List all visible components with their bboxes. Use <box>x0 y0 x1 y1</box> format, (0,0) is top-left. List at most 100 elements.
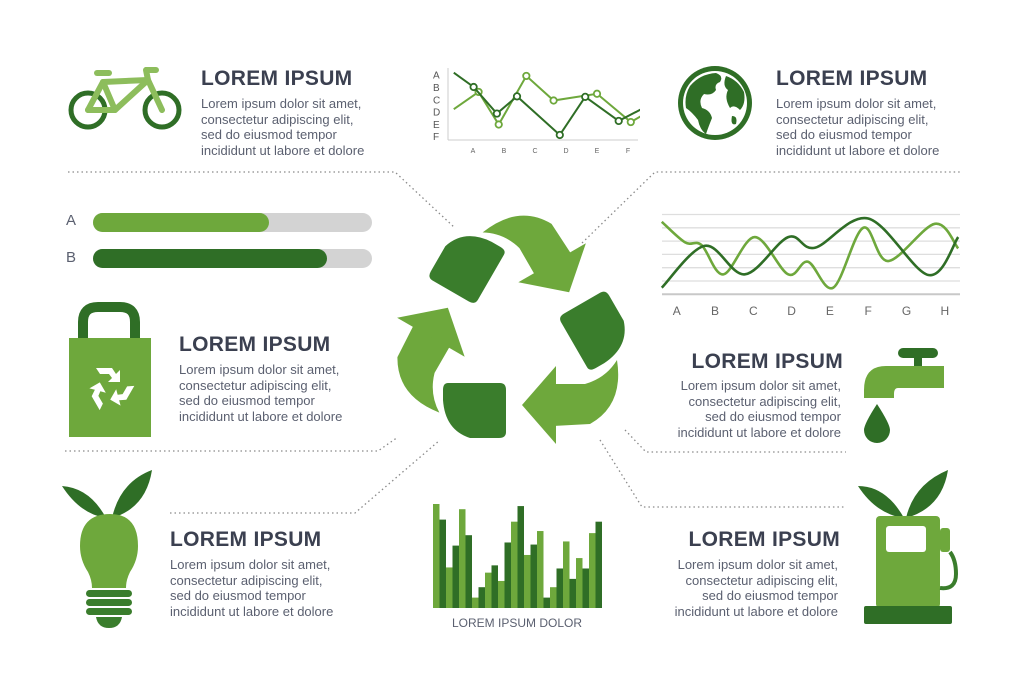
bar <box>550 587 557 608</box>
text-line: incididunt ut labore et dolore <box>677 424 841 440</box>
text-line: sed do eiusmod tempor <box>201 127 337 143</box>
text-line: sed do eiusmod tempor <box>705 409 841 425</box>
data-point-dark <box>492 109 501 118</box>
x-tick-label: C <box>532 148 537 155</box>
bar <box>472 597 479 608</box>
water-tap-icon <box>864 348 944 443</box>
bar <box>485 572 492 608</box>
globe-icon <box>678 66 752 140</box>
bar <box>446 567 453 608</box>
data-point-light <box>626 117 635 127</box>
bar-chart-caption: LOREM IPSUM DOLOR <box>452 616 582 630</box>
text-line: incididunt ut labore et dolore <box>179 408 343 424</box>
globe-title: LOREM IPSUM <box>776 67 928 90</box>
x-tick-label: A <box>673 304 681 318</box>
progress-fill-b <box>93 249 328 268</box>
bar <box>589 533 596 608</box>
data-point-dark <box>614 116 623 126</box>
connector-mid-left <box>65 436 399 452</box>
text-line: Lorem ipsum dolor sit amet, <box>170 557 331 572</box>
bar <box>491 565 498 608</box>
bar <box>517 506 524 608</box>
text-line: consectetur adipiscing elit, <box>776 111 929 127</box>
bicycle-description: Lorem ipsum dolor sit amet, consectetur … <box>201 96 364 158</box>
bar <box>433 504 440 608</box>
progress-label-a: A <box>66 212 77 229</box>
text-line: incididunt ut labore et dolore <box>776 142 940 158</box>
data-point-light <box>522 71 531 81</box>
text-line: consectetur adipiscing elit, <box>179 377 332 393</box>
eco-bulb-icon <box>62 470 152 628</box>
x-tick-label: H <box>940 304 949 318</box>
bar <box>439 519 446 608</box>
bar <box>459 509 466 608</box>
y-tick-label: E <box>433 120 440 131</box>
text-line: Lorem ipsum dolor sit amet, <box>179 362 340 377</box>
series-line-dark <box>453 71 640 137</box>
tap-title: LOREM IPSUM <box>691 350 843 373</box>
y-tick-label: A <box>433 71 440 82</box>
bar-chart: LOREM IPSUM DOLOR <box>433 504 602 630</box>
connector-top-left <box>68 171 456 229</box>
recycle-bag-icon <box>69 302 151 437</box>
bar <box>582 568 589 608</box>
progress-bar-a <box>93 213 372 232</box>
bag-title: LOREM IPSUM <box>179 333 331 356</box>
bar <box>563 541 570 608</box>
data-point-dark <box>555 130 564 140</box>
x-tick-label: F <box>865 304 872 318</box>
bar <box>576 558 583 608</box>
data-point-dark <box>469 82 478 92</box>
data-point-light <box>549 96 558 105</box>
x-tick-label: E <box>595 148 600 155</box>
text-line: sed do eiusmod tempor <box>170 588 306 604</box>
x-tick-label: E <box>826 304 834 318</box>
bar <box>511 521 518 608</box>
fuel-title: LOREM IPSUM <box>688 528 840 551</box>
text-line: consectetur adipiscing elit, <box>688 393 841 409</box>
fuel-description: Lorem ipsum dolor sit amet, consectetur … <box>675 557 838 619</box>
text-line: incididunt ut labore et dolore <box>674 603 838 619</box>
x-tick-label: F <box>626 148 630 155</box>
bar <box>569 578 576 608</box>
x-tick-label: D <box>563 148 568 155</box>
x-tick-label: A <box>471 148 476 155</box>
bar <box>595 521 602 608</box>
bar <box>543 597 550 608</box>
x-tick-label: B <box>502 148 507 155</box>
data-point-light <box>494 120 503 129</box>
data-point-dark <box>512 92 522 101</box>
progress-bar-b <box>93 249 372 268</box>
text-line: incididunt ut labore et dolore <box>201 142 365 158</box>
tap-description: Lorem ipsum dolor sit amet, consectetur … <box>678 378 841 440</box>
progress-label-b: B <box>66 249 77 266</box>
data-point-light <box>592 89 602 98</box>
x-tick-label: D <box>787 304 796 318</box>
connector-top-right <box>581 171 962 244</box>
connector-mid-right <box>624 429 846 453</box>
bicycle-title: LOREM IPSUM <box>201 67 353 90</box>
bar <box>478 587 485 608</box>
y-tick-label: F <box>433 132 439 143</box>
eco-fuel-pump-icon <box>858 470 959 624</box>
text-line: sed do eiusmod tempor <box>179 393 315 409</box>
progress-fill-a <box>93 213 269 232</box>
bar <box>504 542 511 608</box>
x-tick-label: B <box>711 304 719 318</box>
wave-series-light <box>660 220 960 290</box>
bar <box>556 568 563 608</box>
text-line: Lorem ipsum dolor sit amet, <box>680 378 841 393</box>
y-tick-label: C <box>433 95 440 106</box>
bar <box>498 580 505 608</box>
x-tick-label: G <box>902 304 911 318</box>
text-line: sed do eiusmod tempor <box>776 127 912 143</box>
wave-series-dark <box>660 216 960 289</box>
text-line: Lorem ipsum dolor sit amet, <box>776 96 937 111</box>
data-point-dark <box>581 92 590 101</box>
connector-bottom-left <box>170 439 441 514</box>
bag-description: Lorem ipsum dolor sit amet, consectetur … <box>179 362 342 424</box>
bulb-description: Lorem ipsum dolor sit amet, consectetur … <box>170 557 333 619</box>
